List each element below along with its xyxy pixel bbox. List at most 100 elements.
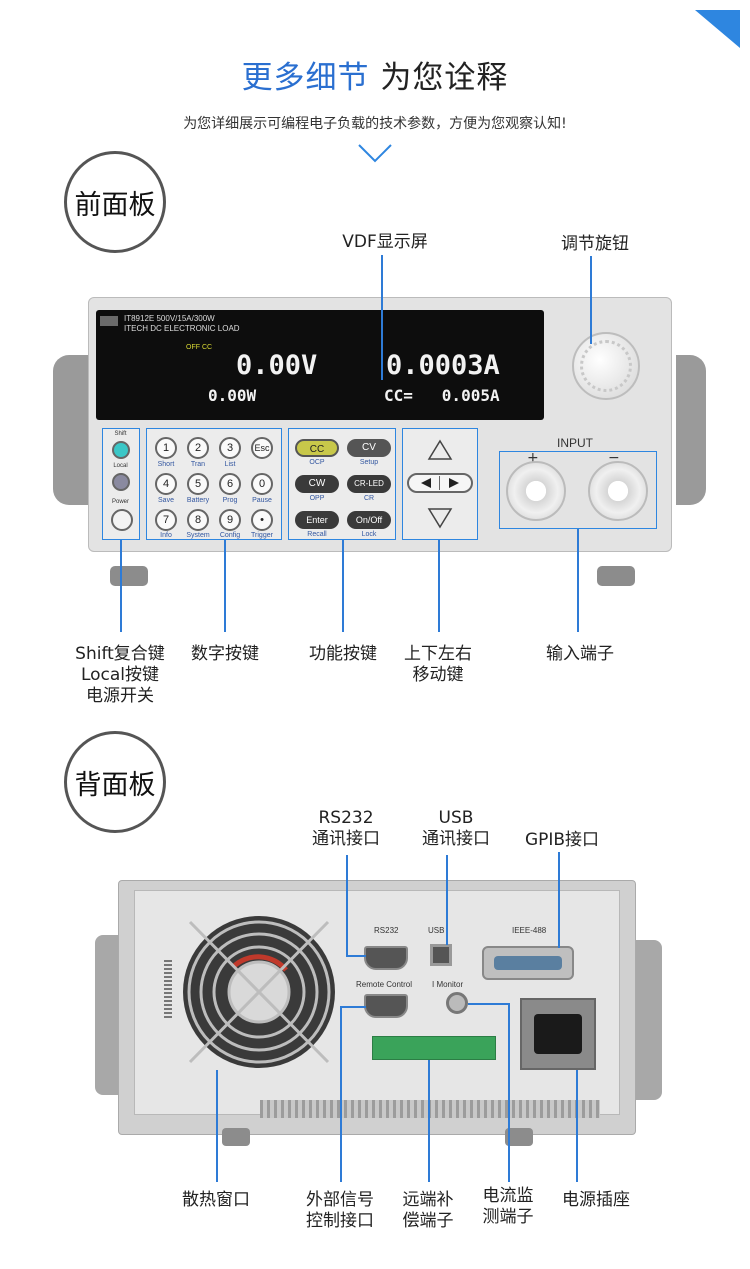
gpib-connector <box>494 956 562 970</box>
enter-button[interactable]: Enter <box>295 511 339 529</box>
callout-rs232: RS232 通讯接口 <box>296 808 396 850</box>
right-arrow-icon[interactable] <box>449 478 459 488</box>
key-5[interactable]: 5 <box>187 473 209 495</box>
callout-shift-text: Shift复合键 <box>75 644 165 664</box>
adjust-knob[interactable] <box>572 332 640 400</box>
callout-line-usb <box>446 855 448 945</box>
callout-arrows-line1: 上下左右 <box>404 644 472 664</box>
rocker-divider <box>439 476 440 490</box>
callout-local-text: Local按键 <box>80 665 160 685</box>
callout-sense-line1: 远端补 <box>402 1190 454 1210</box>
key-0-label: Pause <box>252 497 272 504</box>
gpib-port[interactable] <box>482 946 574 980</box>
key-7-label: Info <box>160 532 172 539</box>
mode-readout: CC= 0.005A <box>384 386 500 405</box>
remote-control-label: Remote Control <box>356 980 413 989</box>
callout-line-vdf <box>381 255 383 380</box>
callout-external-control: 外部信号 控制接口 <box>292 1190 388 1232</box>
callout-line-rs232-v <box>346 855 348 955</box>
callout-imon-line1: 电流监 <box>482 1186 534 1206</box>
power-inlet-socket[interactable] <box>534 1014 582 1054</box>
rear-panel-badge: 背面板 <box>64 731 166 833</box>
shift-key-label: Shift <box>114 431 127 437</box>
power-button[interactable] <box>111 509 133 531</box>
power-readout: 0.00W <box>208 386 257 405</box>
remote-control-port[interactable] <box>364 994 408 1018</box>
key-4-label: Save <box>158 497 174 504</box>
callout-fan: 散热窗口 <box>182 1190 250 1210</box>
key-2-label: Tran <box>190 461 206 468</box>
callout-usb: USB 通讯接口 <box>406 808 506 850</box>
callout-function-keys: 功能按键 <box>309 644 377 664</box>
i-monitor-label: I Monitor <box>432 980 464 989</box>
callout-shift-local-power: Shift复合键 Local按键 电源开关 <box>58 644 182 707</box>
cw-button[interactable]: CW <box>295 475 339 493</box>
callout-line-knob <box>590 256 592 344</box>
callout-line-fan <box>216 1070 218 1182</box>
key-1[interactable]: 1 <box>155 437 177 459</box>
key-6[interactable]: 6 <box>219 473 241 495</box>
page-subtitle: 为您详细展示可编程电子负载的技术参数，方便为您观察认知! <box>183 116 567 132</box>
on-off-button[interactable]: On/Off <box>347 511 391 529</box>
key-esc[interactable]: Esc <box>251 437 273 459</box>
key-9[interactable]: 9 <box>219 509 241 531</box>
right-handle <box>676 355 706 505</box>
foot-left <box>110 566 148 586</box>
function-keypad: CC CV OCP Setup CW CR-LED OPP CR Enter O… <box>288 428 396 540</box>
left-arrow-icon[interactable] <box>421 478 431 488</box>
key-8-label: System <box>186 532 210 539</box>
rear-foot-left <box>222 1128 250 1146</box>
cv-button[interactable]: CV <box>347 439 391 457</box>
shift-local-power-group: Shift Local Power <box>102 428 140 540</box>
rs232-port[interactable] <box>364 946 408 970</box>
key-7[interactable]: 7 <box>155 509 177 531</box>
callout-sense-line2: 偿端子 <box>402 1211 454 1231</box>
cv-label: Setup <box>359 459 379 466</box>
cc-button[interactable]: CC <box>295 439 339 457</box>
key-6-label: Prog <box>222 497 238 504</box>
page-title: 更多细节 为您诠释 <box>0 52 750 97</box>
down-arrow-icon[interactable] <box>427 507 453 529</box>
corner-triangle-icon <box>695 10 740 48</box>
itech-logo-icon <box>100 316 118 326</box>
usb-port-label: USB <box>428 926 445 935</box>
negative-terminal[interactable] <box>588 461 648 521</box>
up-arrow-icon[interactable] <box>427 439 453 461</box>
key-4[interactable]: 4 <box>155 473 177 495</box>
callout-line-shift <box>120 540 122 632</box>
key-9-label: Config <box>219 532 241 539</box>
local-button[interactable] <box>112 473 130 491</box>
callout-gpib: GPIB接口 <box>524 830 600 850</box>
cr-led-button[interactable]: CR-LED <box>347 475 391 493</box>
usb-port[interactable] <box>430 944 452 966</box>
key-8[interactable]: 8 <box>187 509 209 531</box>
key-2[interactable]: 2 <box>187 437 209 459</box>
callout-power-socket: 电源插座 <box>562 1190 630 1210</box>
on-off-label: Lock <box>361 531 377 538</box>
key-0[interactable]: 0 <box>251 473 273 495</box>
callout-input-terminals: 输入端子 <box>546 644 614 664</box>
callout-line-sense <box>428 1060 430 1182</box>
title-rest: 为您诠释 <box>380 60 509 96</box>
status-indicators: OFF CC <box>186 344 213 351</box>
positive-terminal[interactable] <box>506 461 566 521</box>
callout-line-digits <box>224 540 226 632</box>
callout-vdf-display: VDF显示屏 <box>342 232 428 252</box>
shift-button[interactable] <box>112 441 130 459</box>
front-panel-badge: 前面板 <box>64 151 166 253</box>
input-terminals-group <box>499 451 657 529</box>
current-readout: 0.0003A <box>386 350 500 381</box>
key-dot[interactable]: • <box>251 509 273 531</box>
callout-line-ext-h <box>340 1006 366 1008</box>
arrow-keypad <box>402 428 478 540</box>
i-monitor-bnc[interactable] <box>446 992 468 1014</box>
sense-terminal-block[interactable] <box>372 1036 496 1060</box>
key-3[interactable]: 3 <box>219 437 241 459</box>
callout-line-arrows <box>438 540 440 632</box>
callout-remote-sense: 远端补 偿端子 <box>390 1190 466 1232</box>
callout-arrows-line2: 移动键 <box>412 665 464 685</box>
power-inlet-module <box>520 998 596 1070</box>
cooling-fan-icon <box>183 916 335 1068</box>
local-key-label: Local <box>113 463 128 469</box>
callout-line-power <box>576 1070 578 1182</box>
